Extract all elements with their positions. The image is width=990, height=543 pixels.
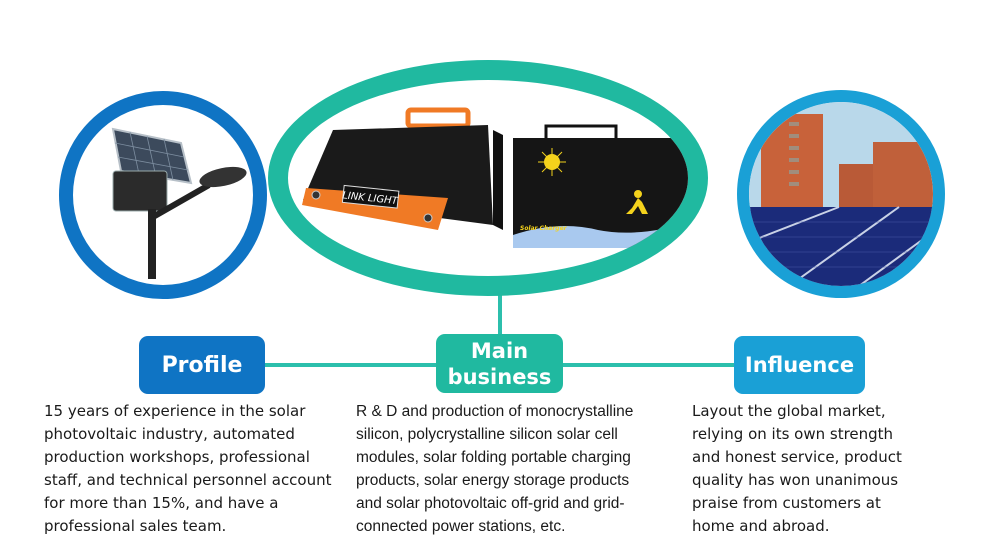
connector-line-left [265,363,437,367]
main-business-description: R & D and production of monocrystalline … [356,403,634,535]
main-business-image-ellipse: LINK LIGHT Solar Charger [268,60,708,296]
solar-folding-chargers-image: LINK LIGHT Solar Charger [302,107,688,248]
connector-line-vertical [498,290,502,340]
main-business-label: Main business [436,334,563,393]
profile-title: Profile [161,352,243,378]
profile-image-circle [59,91,267,299]
influence-label: Influence [734,336,865,394]
influence-description: Layout the global market, relying on its… [692,402,902,535]
main-business-title-line1: Main [470,338,529,363]
influence-title: Influence [744,353,855,377]
rooftop-solar-panels-image [749,102,933,286]
solar-charger-logo: Solar Charger [520,225,568,232]
solar-street-light-image [111,127,247,279]
influence-image-circle [737,90,945,298]
main-business-title-line2: business [447,364,552,389]
connector-line-right [562,363,735,367]
profile-label: Profile [139,336,265,394]
profile-description: 15 years of experience in the solar phot… [44,402,332,535]
